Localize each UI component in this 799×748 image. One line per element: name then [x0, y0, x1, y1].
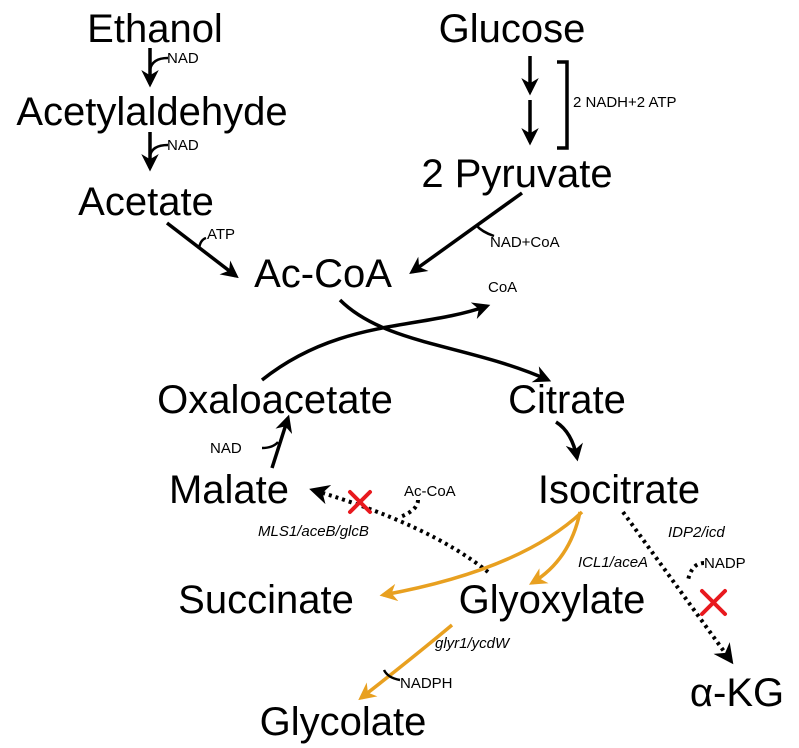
glyoxylate-to-malate-dotted-arrow: [309, 485, 490, 574]
glycolysis-bracket: [557, 60, 569, 150]
accoa-to-citrate-arrow: [338, 298, 552, 383]
icd-knockout-x-mark: [700, 589, 727, 616]
glycolysis-yield-label: 2 NADH+2 ATP: [573, 94, 677, 111]
nad-malate-label: NAD: [210, 440, 242, 457]
isocitrate-to-succinate-arrow: [379, 510, 584, 602]
oxaloacetate-label: Oxaloacetate: [157, 378, 393, 422]
acetate-label: Acetate: [78, 180, 214, 224]
atp-acetate-tick: [197, 236, 207, 250]
mls-enzyme-label: MLS1/aceB/glcB: [258, 523, 369, 540]
nadph-glyr-label: NADPH: [400, 675, 453, 692]
accoa-malate-label: Ac-CoA: [404, 483, 456, 500]
atp-acetate-label: ATP: [207, 226, 235, 243]
glyoxylate-label: Glyoxylate: [459, 578, 646, 622]
nad-acetylaldehyde-tick: [148, 143, 169, 157]
citrate-to-isocitrate-arrow: [555, 420, 583, 462]
acetylaldehyde-label: Acetylaldehyde: [16, 90, 287, 134]
oxaloacetate-to-coa-arrow: [260, 302, 491, 382]
citrate-label: Citrate: [508, 378, 626, 422]
glucose-label: Glucose: [439, 7, 586, 51]
isocitrate-to-glyoxylate-arrow: [529, 511, 582, 585]
pyruvate-to-accoa-arrow: [409, 191, 524, 275]
coa-out-label: CoA: [488, 279, 517, 296]
mls-knockout-x-mark: [348, 490, 372, 514]
pyruvate-label: 2 Pyruvate: [421, 152, 612, 196]
nad-acetylaldehyde-label: NAD: [167, 137, 199, 154]
malate-to-oxaloacetate-arrow: [270, 414, 293, 469]
glycolate-label: Glycolate: [260, 700, 427, 744]
accoa-to-malate-dotted-tick: [399, 499, 420, 519]
nad-ethanol-label: NAD: [167, 50, 199, 67]
glyoxylate-to-glycolate-arrow: [358, 623, 454, 701]
isocitrate-label: Isocitrate: [538, 468, 700, 512]
malate-label: Malate: [169, 468, 289, 512]
nad-malate-tick: [261, 441, 279, 450]
nadp-icd-label: NADP: [704, 555, 746, 572]
akg-label: α-KG: [690, 671, 784, 715]
nadph-glyr-tick: [382, 669, 401, 682]
icl-enzyme-label: ICL1/aceA: [578, 554, 648, 571]
acetate-to-accoa-arrow: [165, 221, 239, 279]
nadp-icd-dotted-tick: [686, 561, 705, 581]
succinate-label: Succinate: [178, 578, 354, 622]
glyr-enzyme-label: glyr1/ycdW: [435, 635, 511, 652]
idp-enzyme-label: IDP2/icd: [668, 524, 725, 541]
nad-coa-pyruvate-label: NAD+CoA: [490, 234, 560, 251]
isocitrate-to-akg-dotted-arrow: [621, 510, 734, 665]
accoa-label: Ac-CoA: [254, 252, 392, 296]
nad-ethanol-tick: [148, 56, 169, 71]
nad-coa-pyruvate-tick: [475, 224, 495, 238]
ethanol-label: Ethanol: [87, 7, 223, 51]
